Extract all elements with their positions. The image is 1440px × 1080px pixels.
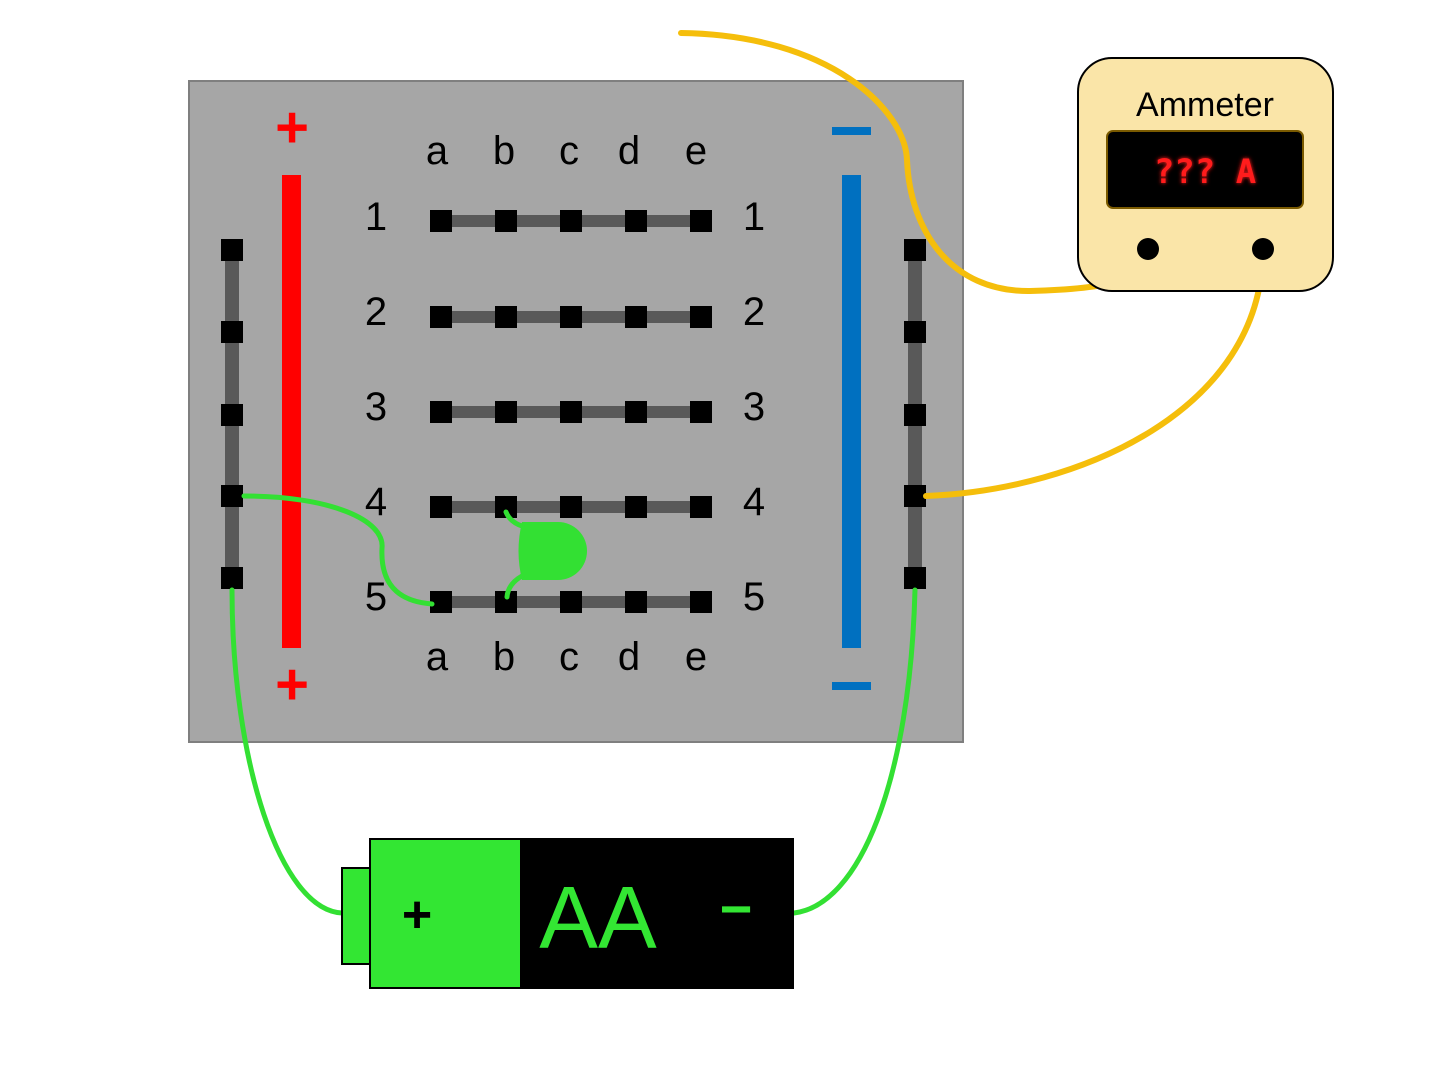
row-label: 4	[365, 480, 387, 524]
rail-hole[interactable]	[221, 404, 243, 426]
breadboard: + + a b c d e a b c d e 1 2 3 4 5 1 2	[188, 80, 964, 743]
ammeter-display	[1106, 130, 1304, 209]
breadboard-hole[interactable]	[625, 401, 647, 423]
column-label: d	[618, 129, 640, 173]
breadboard-hole[interactable]	[430, 210, 452, 232]
rail-hole[interactable]	[221, 485, 243, 507]
battery-positive-wire[interactable]	[229, 587, 345, 916]
battery-label: AA	[539, 868, 657, 967]
ammeter-reading: ??? A	[1154, 152, 1256, 192]
column-label: b	[493, 129, 515, 173]
column-label: a	[426, 635, 449, 679]
rail-hole[interactable]	[904, 567, 926, 589]
row-label: 2	[743, 290, 765, 334]
column-label: d	[618, 635, 640, 679]
jumper-wire[interactable]	[241, 493, 435, 607]
breadboard-hole[interactable]	[495, 401, 517, 423]
positive-rail-symbol-top: +	[275, 95, 309, 160]
rail-hole[interactable]	[221, 321, 243, 343]
breadboard-hole[interactable]	[560, 306, 582, 328]
ammeter-terminal-right[interactable]	[1252, 238, 1274, 260]
column-labels-top: a b c d e	[426, 129, 707, 173]
breadboard-hole[interactable]	[495, 591, 517, 613]
column-label: c	[559, 635, 579, 679]
breadboard-hole[interactable]	[495, 496, 517, 518]
battery-negative-wire[interactable]	[791, 587, 918, 916]
row-labels-left: 1 2 3 4 5	[365, 195, 387, 619]
breadboard-hole[interactable]	[560, 401, 582, 423]
ammeter-title: Ammeter	[1136, 86, 1274, 124]
breadboard-hole[interactable]	[625, 591, 647, 613]
column-labels-bottom: a b c d e	[426, 635, 707, 679]
battery-positive-end	[369, 838, 523, 989]
row-labels-right: 1 2 3 4 5	[743, 195, 765, 619]
rail-strips	[221, 239, 926, 589]
battery[interactable]: + AA −	[341, 838, 794, 989]
row-label: 1	[743, 195, 765, 239]
breadboard-hole[interactable]	[690, 306, 712, 328]
rail-hole[interactable]	[904, 321, 926, 343]
row-label: 2	[365, 290, 387, 334]
rail-hole[interactable]	[904, 404, 926, 426]
led-lead-cathode	[504, 573, 525, 600]
column-label: e	[685, 129, 707, 173]
breadboard-hole[interactable]	[625, 496, 647, 518]
breadboard-hole[interactable]	[560, 210, 582, 232]
column-label: b	[493, 635, 515, 679]
ammeter-terminal-left[interactable]	[1137, 238, 1159, 260]
rail-hole[interactable]	[221, 239, 243, 261]
ammeter[interactable]: Ammeter ??? A	[1077, 57, 1334, 292]
breadboard-hole[interactable]	[495, 210, 517, 232]
breadboard-hole[interactable]	[690, 210, 712, 232]
battery-nub	[341, 867, 373, 965]
negative-rail	[842, 175, 861, 648]
rail-hole[interactable]	[221, 567, 243, 589]
led-lead-anode	[503, 509, 525, 529]
battery-body	[520, 838, 794, 989]
negative-rail-symbol-top	[832, 127, 871, 135]
ammeter-wire-to-rail[interactable]	[923, 247, 1266, 499]
column-label: e	[685, 635, 707, 679]
row-label: 1	[365, 195, 387, 239]
breadboard-hole[interactable]	[430, 306, 452, 328]
led[interactable]	[503, 509, 587, 600]
column-label: a	[426, 129, 449, 173]
breadboard-hole[interactable]	[495, 306, 517, 328]
positive-rail	[282, 175, 301, 648]
column-label: c	[559, 129, 579, 173]
rail-hole[interactable]	[904, 239, 926, 261]
breadboard-hole[interactable]	[430, 496, 452, 518]
negative-rail-symbol-bottom	[832, 682, 871, 690]
breadboard-hole[interactable]	[625, 210, 647, 232]
breadboard-hole[interactable]	[430, 401, 452, 423]
breadboard-hole[interactable]	[560, 591, 582, 613]
row-label: 3	[365, 385, 387, 429]
row-label: 5	[743, 575, 765, 619]
rail-hole[interactable]	[904, 485, 926, 507]
led-body	[518, 522, 587, 580]
breadboard-hole[interactable]	[690, 401, 712, 423]
battery-negative-symbol: −	[720, 877, 753, 940]
row-label: 3	[743, 385, 765, 429]
positive-rail-symbol-bottom: +	[275, 652, 309, 717]
breadboard-hole[interactable]	[560, 496, 582, 518]
breadboard-hole[interactable]	[430, 591, 452, 613]
battery-positive-symbol: +	[402, 886, 432, 944]
breadboard-hole[interactable]	[690, 591, 712, 613]
breadboard-hole[interactable]	[625, 306, 647, 328]
terminal-strips	[430, 210, 712, 613]
breadboard-hole[interactable]	[690, 496, 712, 518]
row-label: 5	[365, 575, 387, 619]
row-label: 4	[743, 480, 765, 524]
